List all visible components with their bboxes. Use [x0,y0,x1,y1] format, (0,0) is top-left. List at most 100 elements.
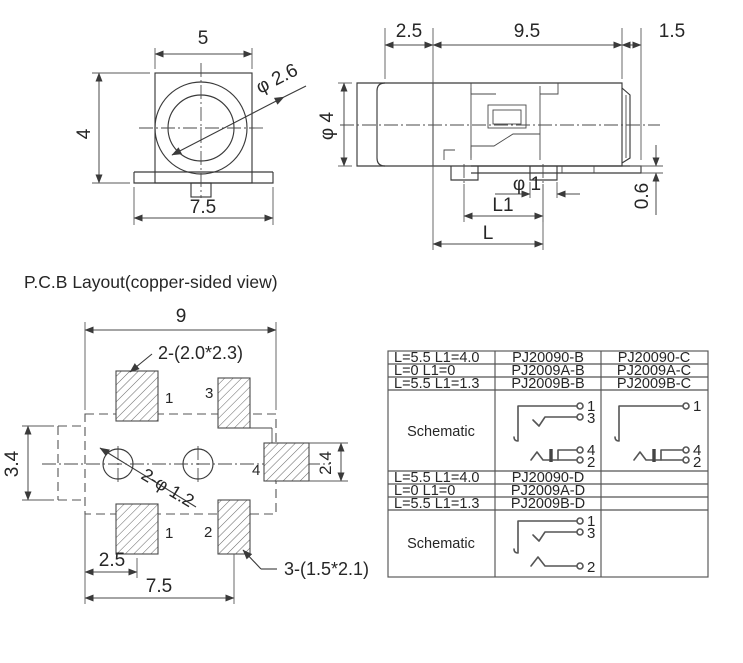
side-contact-small [443,149,455,160]
table-cell-spec: L=5.5 L1=1.3 [394,376,479,392]
side-dim-b: 9.5 [514,21,540,42]
side-dim-pin-dia: φ 1 [513,174,541,195]
schem-b-pin-label: 2 [587,454,595,471]
side-view: φ 4 2.5 9.5 1.5 φ 1 L1 [317,21,685,250]
table-cell-part-b: PJ20090-B [512,350,584,366]
side-notch-a [470,83,496,95]
table-cell-spec: L=0 L1=0 [394,483,455,499]
pcb-pad-label-2: 2 [204,524,212,541]
front-bore-leader-tail [283,85,307,98]
pcb-pad-mid-right [263,442,310,482]
schem-b-term-1 [576,402,584,410]
table-cell-spec: L=5.5 L1=1.3 [394,496,479,512]
table-cell-part-b: PJ2009B-D [511,496,585,512]
side-key-outer [487,104,527,129]
schem-d-pin-label: 3 [587,525,595,542]
table-cell-part-b: PJ2009A-D [511,483,585,499]
schem-d-term-1 [576,517,584,525]
pcb-dim-height-right: 2.4 [316,451,335,475]
front-dim-width-bottom: 7.5 [190,197,216,218]
schem-d-switch-wire [532,531,578,542]
pcb-layout-view: 1 3 4 1 2 9 3.4 [2,306,369,604]
pcb-note-pads-b: 3-(1.5*2.1) [284,559,369,579]
pcb-pad-upper-left [115,370,159,422]
pcb-pad-label-3: 3 [205,385,213,402]
table-cell-part-b: PJ20090-D [512,470,585,486]
schem-d-term-3 [576,528,584,536]
front-bore-leader [171,96,285,156]
schem-c-pin-label: 4 [693,442,701,459]
side-notch-b [540,83,559,95]
side-dim-a: 2.5 [396,21,422,42]
pcb-pad-lower-left [115,503,159,555]
schem-c-lower-wire [633,449,684,461]
pcb-pad-label-1b: 1 [165,525,173,542]
table-cell-part-c: PJ20090-C [618,350,691,366]
schem-b-pin-label: 3 [587,410,595,427]
schem-c-pin-label: 2 [693,454,701,471]
table-schematic-label: Schematic [407,424,475,440]
part-number-table: L=5.5 L1=4.0 PJ20090-B PJ20090-C L=0 L1=… [387,350,709,578]
schem-b-term-4 [576,446,584,454]
side-dim-thickness: 0.6 [632,183,653,209]
pcb-note-pads-a: 2-(2.0*2.3) [158,343,243,363]
table-cell-spec: L=5.5 L1=4.0 [394,470,479,486]
pcb-hole-1 [102,448,134,480]
table-cell-part-b: PJ2009A-B [511,363,584,379]
schem-c-term-4 [682,446,690,454]
schematic-diagram-d: 1 3 2 [513,513,595,576]
schematic-diagram-b: 1 3 4 2 [513,398,595,471]
side-key-inner [492,109,522,125]
side-dim-l1: L1 [492,195,513,216]
pcb-pad-upper-right [217,377,251,429]
schematic-diagram-c: 1 4 2 [614,398,701,471]
schem-b-pin-label: 1 [587,398,595,415]
pcb-pad-lower-right [217,499,251,555]
table-cell-part-c: PJ2009A-C [617,363,691,379]
pcb-dim-height-left: 3.4 [2,450,23,477]
schem-d-common-wire [513,520,578,554]
side-dim-l: L [483,223,494,244]
table-cell-part-b: PJ2009B-B [511,376,584,392]
pcb-layout-title: P.C.B Layout(copper-sided view) [24,272,278,292]
schem-c-common-wire [614,405,684,442]
schem-b-term-3 [576,413,584,421]
pcb-note-holes-leader [99,447,197,508]
schem-c-pin-label: 1 [693,398,701,415]
side-dim-dia: φ 4 [317,111,338,140]
front-view: 5 4 7.5 φ 2.6 [74,28,307,225]
pcb-outline-dashed [84,413,277,515]
schem-c-term-2 [682,456,690,464]
side-bottom-rail [471,165,642,174]
pcb-note-a-leader [129,353,153,373]
front-dim-height-left: 4 [74,128,95,139]
table-cell-part-c: PJ2009B-C [617,376,691,392]
pcb-dim-span: 7.5 [146,576,172,597]
schem-d-pin-label: 2 [587,559,595,576]
schem-b-pin-label: 4 [587,442,595,459]
schem-d-lower-wire [530,556,578,567]
side-pin-leg-1 [450,166,479,181]
pcb-note-b-leader [242,549,262,570]
side-dim-c: 1.5 [659,21,685,42]
schem-b-switch-wire [532,416,578,427]
table-schematic-label: Schematic [407,536,475,552]
table-frame [387,350,709,578]
front-dim-bore: φ 2.6 [253,60,302,99]
side-pin-leg-2 [529,166,558,181]
side-right-bracket [621,87,631,164]
pcb-pad-label-4: 4 [252,462,260,479]
schem-c-term-1 [682,402,690,410]
pcb-dim-offset: 2.5 [99,550,125,571]
front-dim-width-top: 5 [198,28,209,49]
side-nose-round [376,82,386,167]
table-cell-spec: L=5.5 L1=4.0 [394,350,479,366]
side-contact-spring [470,133,540,158]
side-body-outline [356,82,623,167]
schem-d-term-2 [576,562,584,570]
table-cell-spec: L=0 L1=0 [394,363,455,379]
pcb-hole-2 [182,448,214,480]
schem-d-pin-label: 1 [587,513,595,530]
